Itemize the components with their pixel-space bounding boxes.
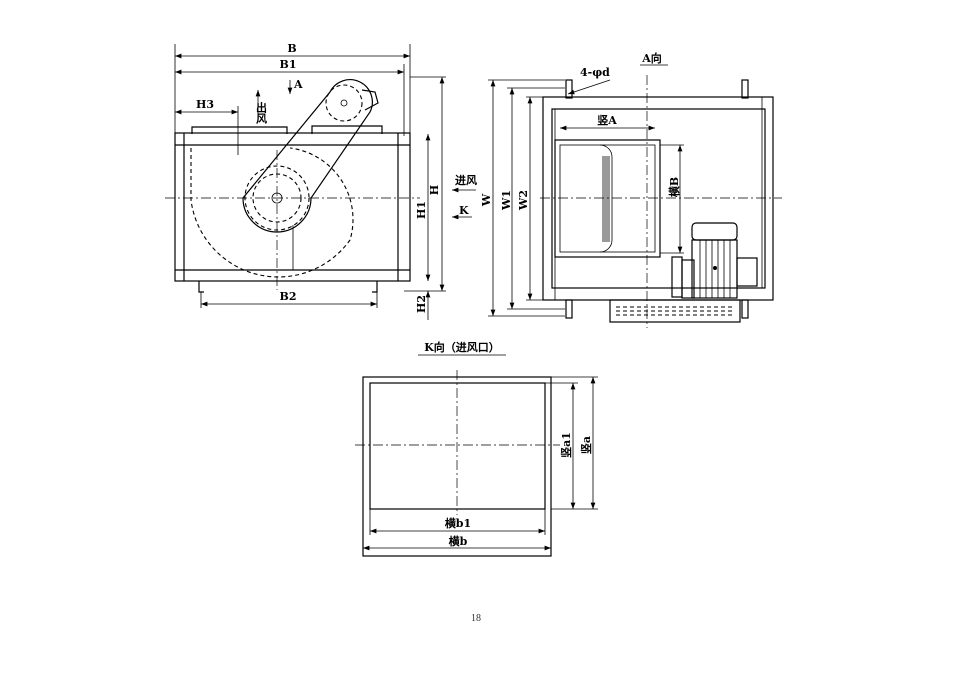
label-holes: 4-φd bbox=[580, 66, 610, 79]
label-horizontal-B: 横B bbox=[667, 177, 681, 197]
k-view: K向（进风口） 横b1 横b 竖a1 竖a bbox=[355, 340, 598, 557]
label-W2: W2 bbox=[517, 190, 530, 211]
label-a: 竖a bbox=[579, 436, 593, 454]
label-b1: 横b1 bbox=[445, 516, 471, 530]
label-B: B bbox=[287, 42, 296, 55]
motor-icon bbox=[671, 222, 758, 299]
label-A-arrow: A bbox=[293, 78, 303, 91]
label-B2: B2 bbox=[280, 290, 297, 303]
a-view-title: A向 bbox=[641, 51, 662, 65]
label-W1: W1 bbox=[500, 190, 513, 211]
label-a1: 竖a1 bbox=[559, 432, 573, 458]
base-grill-icon bbox=[609, 299, 741, 323]
label-H3: H3 bbox=[196, 98, 214, 111]
label-H2: H2 bbox=[415, 295, 428, 313]
label-inlet: 进风 bbox=[455, 173, 477, 187]
page-number: 18 bbox=[471, 613, 481, 624]
label-vertical-A: 竖A bbox=[597, 113, 617, 127]
impeller-blades-icon bbox=[602, 156, 610, 242]
label-W: W bbox=[480, 193, 493, 207]
side-view: B B1 A H3 出风 进风 K H H1 H2 B2 bbox=[165, 42, 477, 320]
k-view-title: K向（进风口） bbox=[424, 340, 500, 354]
a-view: A向 4-φd bbox=[480, 51, 782, 328]
label-b: 横b bbox=[449, 534, 468, 548]
label-H1: H1 bbox=[415, 201, 428, 219]
label-B1: B1 bbox=[280, 58, 297, 71]
label-outlet: 出风 bbox=[255, 101, 268, 125]
label-K-arrow: K bbox=[459, 204, 469, 217]
label-H: H bbox=[428, 185, 441, 195]
